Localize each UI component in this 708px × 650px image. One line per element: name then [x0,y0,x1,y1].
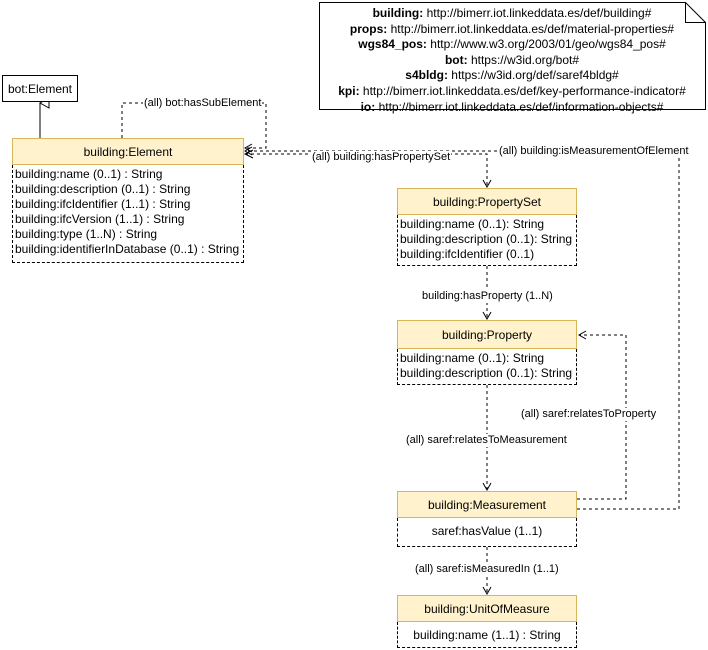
namespace-uri: http://bimerr.iot.linkeddata.es/def/buil… [423,6,652,20]
label-is-measured-in: (all) saref:isMeasuredIn (1..1) [414,563,560,576]
namespace-uri: https://w3id.org/bot# [467,52,580,67]
namespace-prefix: props: [349,21,388,36]
namespace-line: building: http://bimerr.iot.linkeddata.e… [319,6,705,22]
namespace-line: bot: https://w3id.org/bot# [319,53,705,69]
namespace-line: props: http://bimerr.iot.linkeddata.es/d… [319,22,705,38]
class-attribute: building:ifcIdentifier (1..1) : String [15,197,191,211]
namespace-line: s4bldg: https://w3id.org/def/saref4bldg# [319,68,705,84]
class-unit-of-measure-attributes: building:name (1..1) : String [397,622,577,648]
label-has-property-set: (all) building:hasPropertySet [311,151,452,164]
class-property-set-header[interactable]: building:PropertySet [397,188,577,215]
class-attribute: saref:hasValue (1..1) [431,524,543,538]
namespace-line: kpi: http://bimerr.iot.linkeddata.es/def… [319,84,705,100]
label-has-sub-element: (all) bot:hasSubElement [143,97,263,110]
note-fold [685,2,706,23]
namespace-uri: http://www.w3.org/2003/01/geo/wgs84_pos# [426,37,666,52]
namespace-uri: https://w3id.org/def/saref4bldg# [447,68,619,83]
namespace-prefix: building: [372,6,424,20]
class-attribute: building:description (0..1): String [400,366,573,380]
edge-has-sub-element [121,102,267,153]
class-unit-of-measure-header[interactable]: building:UnitOfMeasure [397,595,577,622]
namespace-note-shape [319,2,706,110]
class-attribute: building:name (0..1): String [400,351,545,365]
edge-relates-to-property [577,330,627,500]
namespace-list: building: http://bimerr.iot.linkeddata.e… [319,6,705,115]
namespace-line: wgs84_pos: http://www.w3.org/2003/01/geo… [319,37,705,53]
class-attribute: building:name (0..1) : String [15,167,163,181]
namespace-uri: http://bimerr.iot.linkeddata.es/def/key-… [359,83,686,98]
label-relates-to-measurement: (all) saref:relatesToMeasurement [405,434,568,447]
class-property-header[interactable]: building:Property [397,320,577,349]
class-attribute: building:type (1..N) : String [15,227,158,241]
label-relates-to-property: (all) saref:relatesToProperty [520,408,658,421]
class-name: building:Property [441,327,533,342]
edge-is-measurement-of-element [243,146,680,510]
label-has-property: building:hasProperty (1..N) [421,290,554,303]
class-attribute: building:name (1..1) : String [413,628,561,642]
class-attribute: building:description (0..1) : String [15,182,191,196]
class-attribute: building:name (0..1): String [400,217,545,231]
class-attribute: building:description (0..1): String [400,232,573,246]
namespace-prefix: bot: [444,52,468,67]
class-attribute: building:ifcVersion (1..1) : String [15,212,185,226]
namespace-prefix: wgs84_pos: [358,37,427,52]
namespace-prefix: io: [360,99,376,114]
class-name: building:Element [83,144,173,159]
namespace-note: building: http://bimerr.iot.linkeddata.e… [319,2,705,114]
namespace-prefix: s4bldg: [405,68,448,83]
namespace-uri: http://bimerr.iot.linkeddata.es/def/mate… [387,21,675,36]
class-bot-element[interactable]: bot:Element [2,75,78,102]
class-building-element-header[interactable]: building:Element [12,138,244,165]
class-attribute: building:ifcIdentifier (0..1) [400,247,535,261]
label-is-measurement-of-element: (all) building:isMeasurementOfElement [498,145,690,158]
class-measurement-header[interactable]: building:Measurement [397,491,577,518]
class-name: building:UnitOfMeasure [424,601,550,616]
namespace-prefix: kpi: [338,83,360,98]
class-name: building:Measurement [427,497,547,512]
namespace-uri: http://bimerr.iot.linkeddata.es/def/info… [375,99,664,114]
class-attribute: building:identifierInDatabase (0..1) : S… [15,242,240,256]
class-name: building:PropertySet [432,194,542,209]
class-measurement-attributes: saref:hasValue (1..1) [397,518,577,547]
namespace-line: io: http://bimerr.iot.linkeddata.es/def/… [319,100,705,116]
